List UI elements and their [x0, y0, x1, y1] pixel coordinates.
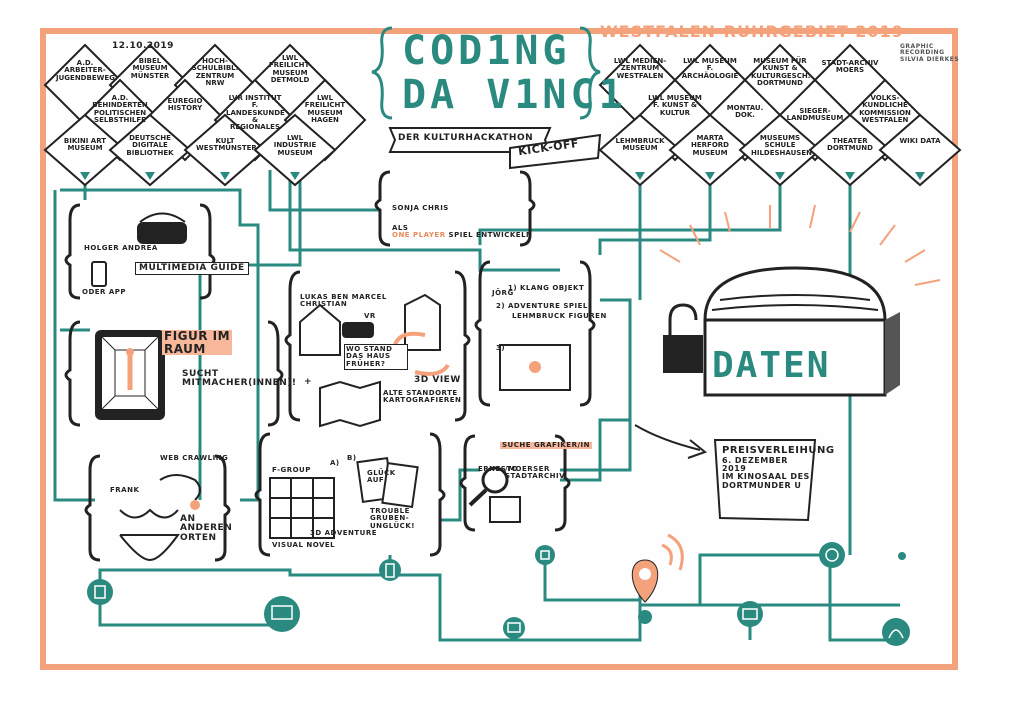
city-map-icon: [499, 344, 571, 391]
kickoff-names: SONJA CHRIS: [392, 204, 449, 212]
multimedia-label: MULTIMEDIA GUIDE: [135, 262, 249, 276]
fgroup-glueck: GLÜCK AUF: [367, 469, 396, 485]
webcrawling-extra-1: AN: [180, 514, 196, 524]
partner-label: WIKI DATA: [899, 137, 941, 145]
partner-label: MONTAU. DOK.: [726, 104, 764, 120]
award-line-2: 6. DEZEMBER 2019: [722, 455, 788, 473]
tablet-icon: [95, 330, 165, 420]
orange-frame: [40, 28, 958, 670]
vr-maps: ALTE STANDORTE KARTOGRAFIEREN: [383, 389, 462, 405]
vr-plus: +: [304, 377, 313, 387]
kickoff-prefix: ALS: [392, 224, 409, 232]
vr-names: LUKAS BEN MARCEL CHRISTIAN: [300, 293, 387, 309]
fgroup-names: F-GROUP: [272, 466, 311, 474]
partner-diamond-right: [598, 43, 962, 187]
fgroup-adventure: 3D ADVENTURE: [310, 529, 378, 537]
date-label: 12.10.2019: [112, 41, 174, 51]
klang-item-3: 3): [496, 344, 506, 352]
kickoff-suffix: SPIEL ENTWICKELN: [448, 231, 533, 240]
klang-names: JÖRG: [492, 289, 514, 297]
phone-icon: [91, 261, 107, 287]
vr-headset-icon: [137, 212, 187, 244]
partner-label: LEHMBRUCK MUSEUM: [615, 137, 665, 153]
partner-label: MARTA HERFORD MUSEUM: [691, 134, 729, 157]
partner-label: KULT WESTMÜNSTER: [196, 137, 257, 153]
partner-label: EUREGIO HISTORY: [167, 97, 203, 113]
ernesto-extra: /MOERSER STADTARCHIV: [505, 465, 566, 481]
credit-line-2: RECORDING: [900, 49, 945, 57]
location-pin-icon: [631, 533, 684, 603]
partner-label: LWL MUSEUM F. KUNST & KULTUR: [648, 94, 702, 117]
partner-label: A.D. ARBEITER-JUGENDBEWEG.: [56, 59, 118, 82]
partner-label: A.D. BEHINDERTEN POLITISCHEN SELBSTHILFE: [92, 94, 148, 125]
multimedia-names: HOLGER ANDREA: [84, 244, 158, 252]
credit: GRAPHIC RECORDING SILVIA DIERKES: [900, 43, 960, 63]
partner-label: MUSEUMS SCHULE HILDESHAUSEN: [751, 134, 812, 157]
fgroup-b: b): [347, 454, 357, 462]
partner-label: MUSEUM FÜR KUNST & KULTURGESCH. DORTMUND: [751, 57, 811, 88]
credit-line-1: GRAPHIC: [900, 43, 934, 50]
webcrawling-names: FRANK: [110, 486, 140, 494]
subtitle: DER KULTURHACKATHON: [398, 133, 534, 143]
webcrawling-label: WEB CRAWLING: [160, 454, 229, 462]
vr-question: WO STAND DAS HAUS FRÜHER?: [344, 344, 408, 371]
figur-extra: SUCHT MITMACHER(INNEN)!: [182, 369, 297, 389]
award-line-4: DORTMUNDER U: [722, 480, 802, 490]
partner-label: LWL MUSEUM F. ARCHÄOLOGIE: [681, 57, 739, 80]
award-note: [713, 439, 817, 522]
fgroup-novel: VISUAL NOVEL: [272, 541, 336, 549]
klang-item-2b: LEHMBRUCK FIGUREN: [512, 312, 607, 320]
data-chest-label: DATEN: [712, 345, 831, 386]
kickoff-highlight: ONE PLAYER: [392, 231, 446, 240]
partner-label: LWL MEDIEN-ZENTRUM WESTFALEN: [613, 57, 667, 80]
figur-line-1: FIGUR IM: [162, 329, 233, 343]
house-icon: [299, 303, 341, 356]
ernesto-names: ERNESTO: [478, 465, 519, 473]
award-line-1: PREISVERLEIHUNG: [722, 445, 835, 456]
region-title: WESTFALEN-RUHRGEBIET 2019: [600, 22, 904, 41]
webcrawling-extra-2: ANDEREN: [180, 523, 233, 534]
partner-label: VOLKS-KUNDLICHE KOMMISSION WESTFALEN: [859, 94, 911, 125]
figur-line-2: RAUM: [162, 342, 233, 356]
treasure-chest-icon: [703, 266, 900, 397]
title-line-2: DA V1NC1: [402, 72, 627, 118]
map-icon: [319, 380, 381, 428]
partner-label: BIBEL MUSEUM MÜNSTER: [130, 57, 170, 80]
fgroup-a: a): [330, 459, 340, 467]
partner-label: LVR INSTITUT F. LANDESKUNDE & REGIONALES: [226, 94, 285, 132]
partner-label: STADT-ARCHIV MOERS: [821, 59, 879, 75]
multimedia-extra: ODER APP: [82, 288, 127, 296]
partner-label: THEATER DORTMUND: [827, 137, 873, 153]
figur-label: FIGUR IM RAUM: [162, 329, 233, 356]
partner-label: BIKINI ART MUSEUM: [63, 137, 107, 153]
magnifier-icon: [481, 466, 509, 494]
webcrawling-extra: AN ANDEREN ORTEN: [180, 514, 233, 543]
kickoff-text: ALS ONE PLAYER SPIEL ENTWICKELN: [392, 224, 533, 240]
fgroup-trouble: TROUBLE GRUBEN-UNGLÜCK!: [370, 507, 415, 530]
bikini-icon: [119, 508, 180, 562]
partner-label: HOCH-SCHULBIBL. ZENTRUM NRW: [191, 57, 239, 88]
partner-label: SIEGER-LANDMUSEUM: [786, 107, 844, 123]
partner-label: LWL INDUSTRIE MUSEUM: [273, 134, 317, 157]
title-line-1: COD1NG: [402, 28, 571, 74]
partner-diamond-left: [43, 43, 367, 187]
ernesto-label: SUCHE GRAFIKER/IN: [500, 441, 592, 450]
vr-3d-view: 3D VIEW: [414, 375, 461, 385]
award-line-3: IM KINOSAAL DES: [722, 472, 810, 482]
webcrawling-extra-3: ORTEN: [180, 532, 217, 543]
credit-line-3: SILVIA DIERKES: [900, 55, 960, 63]
partner-label: LWL FREILICHT MUSEUM HAGEN: [304, 94, 346, 125]
partner-label: LWL FREILICHT-MUSEUM DETMOLD: [268, 54, 312, 85]
partner-label: DEUTSCHE DIGITALE BIBLIOTHEK: [126, 134, 174, 157]
padlock-icon: [663, 303, 703, 373]
klang-item-1: 1) KLANG OBJEKT: [508, 284, 585, 292]
building-icon: [404, 293, 441, 351]
vr-glasses-icon: [342, 322, 374, 338]
vr-label: VR: [364, 312, 376, 320]
klang-item-2: 2) ADVENTURE SPIEL: [496, 302, 588, 310]
award-text: PREISVERLEIHUNG 6. DEZEMBER 2019 IM KINO…: [722, 445, 835, 490]
